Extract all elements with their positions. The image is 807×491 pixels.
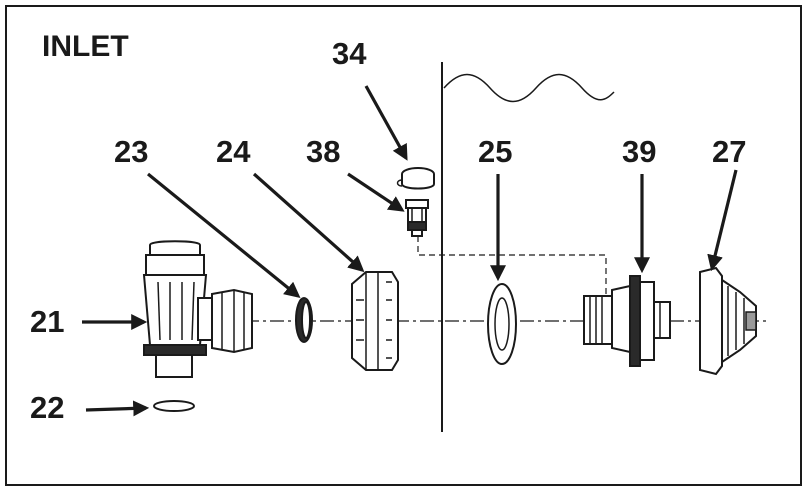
label-38: 38 bbox=[306, 134, 340, 169]
guide-dashed-line bbox=[417, 236, 607, 296]
part-39-strainer-connector bbox=[583, 275, 671, 367]
water-surface-wave bbox=[443, 73, 615, 103]
arrow-24 bbox=[252, 172, 365, 273]
part-24-nut bbox=[351, 271, 399, 371]
part-22-o-ring bbox=[153, 400, 195, 412]
arrow-34 bbox=[364, 85, 408, 161]
label-21: 21 bbox=[30, 304, 64, 339]
part-27-inlet-nozzle bbox=[699, 266, 757, 376]
label-22: 22 bbox=[30, 390, 64, 425]
label-23: 23 bbox=[114, 134, 148, 169]
arrow-23 bbox=[146, 172, 301, 299]
arrow-38 bbox=[347, 172, 405, 212]
part-23-o-ring bbox=[295, 297, 313, 343]
part-25-gasket bbox=[487, 283, 517, 365]
label-34: 34 bbox=[332, 36, 367, 71]
arrow-27 bbox=[707, 169, 738, 272]
diagram-title: INLET bbox=[42, 30, 129, 63]
part-38-valve bbox=[405, 199, 429, 237]
diagram-frame bbox=[5, 5, 802, 486]
label-39: 39 bbox=[622, 134, 656, 169]
part-34-cap bbox=[396, 167, 435, 190]
label-27: 27 bbox=[712, 134, 746, 169]
arrow-22 bbox=[85, 400, 150, 417]
label-25: 25 bbox=[478, 134, 512, 169]
label-24: 24 bbox=[216, 134, 251, 169]
part-21-connector bbox=[142, 240, 253, 378]
